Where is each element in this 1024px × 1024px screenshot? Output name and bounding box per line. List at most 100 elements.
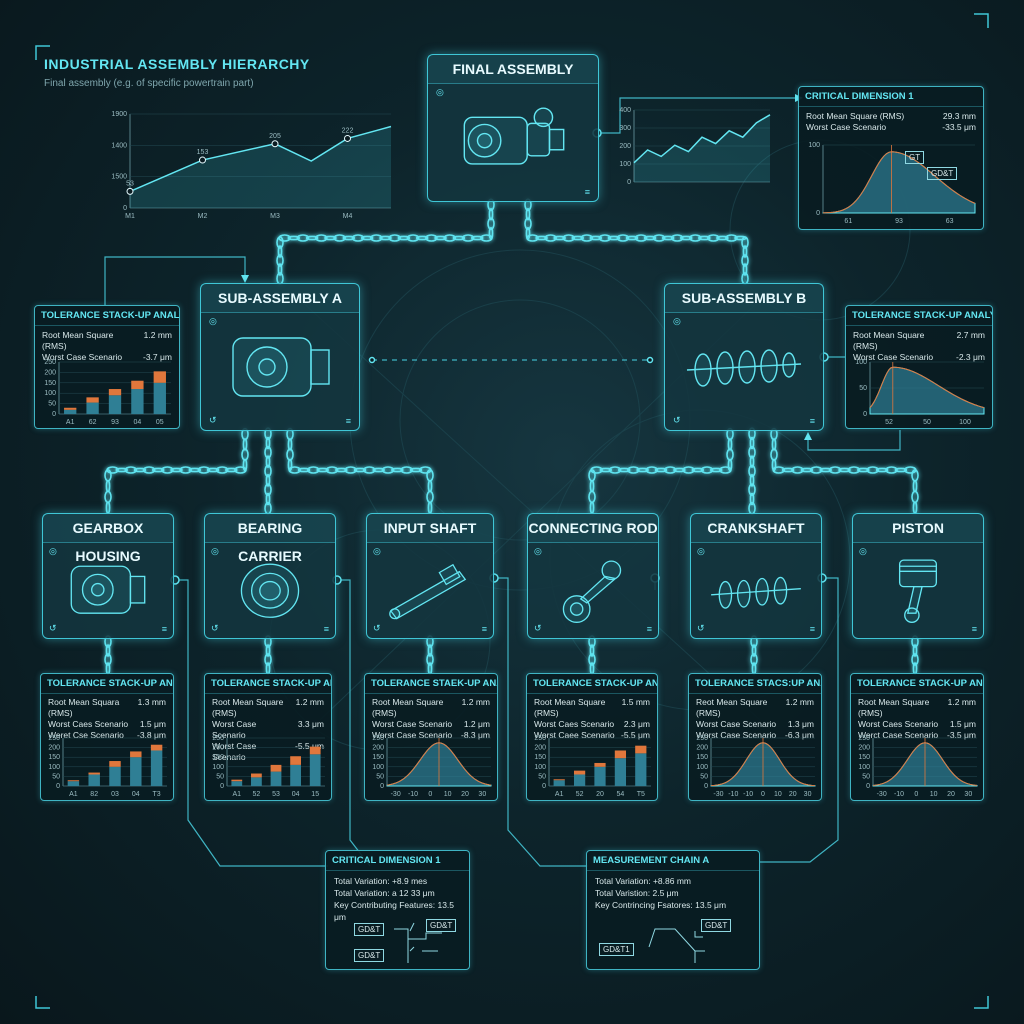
x-tick-label: 10 [444, 791, 452, 798]
chain-link [400, 466, 413, 474]
y-tick-label: 250 [44, 359, 56, 366]
chain-link [215, 466, 229, 474]
chain-link [726, 448, 734, 461]
data-point [344, 134, 351, 142]
node-gearbox-housing[interactable]: GEARBOX HOUSING ◎ ↺ ≡ [42, 513, 174, 639]
y-tick-label: 150 [696, 754, 708, 761]
target-icon: ◎ [534, 546, 542, 556]
bar [64, 409, 77, 414]
worst-case-value: 2.3 μm [623, 719, 650, 729]
rms-label: Reot Mean Square (RMS) [696, 697, 768, 718]
chain-link [242, 458, 248, 472]
bar [270, 764, 282, 772]
node-final-assembly[interactable]: FINAL ASSEMBLY ◎ ≡ [427, 54, 599, 202]
chain-link [379, 235, 392, 241]
node-sub-assembly-b[interactable]: SUB-ASSEMBLY B ◎ ↺ ≡ [664, 283, 824, 431]
bar [594, 762, 606, 767]
chain-link [388, 234, 401, 242]
chain-link [742, 245, 748, 258]
chain-link [749, 455, 755, 468]
chain-link [627, 466, 640, 474]
y-tick-label: 200 [44, 369, 56, 376]
worst-case-value: -3.8 μm [137, 730, 166, 740]
gdt-tag: GT [905, 151, 925, 164]
chain-link [553, 235, 566, 241]
chain-link [911, 653, 919, 666]
chain-link [265, 455, 271, 468]
bar [150, 744, 163, 751]
panel-bearing-tolerance: TOLERANCE STACK-UP ANALYSIS Root Mean Sq… [204, 673, 332, 801]
chain-link [634, 234, 648, 242]
chain-link [391, 467, 404, 473]
chain-link [652, 234, 666, 242]
node-piston[interactable]: PISTON ◎ ≡ [852, 513, 984, 639]
node-title: SUB-ASSEMBLY B [665, 284, 823, 313]
bar [553, 779, 565, 781]
node-crankshaft[interactable]: CRANKSHAFT ◎ ↺ ≡ [690, 513, 822, 639]
node-bearing-carrier[interactable]: BEARING CARRIER ◎ ↺ ≡ [204, 513, 336, 639]
gearbox-housing-icon [70, 565, 146, 614]
x-tick-label: 53 [272, 791, 280, 798]
node-input-shaft[interactable]: INPUT SHAFT ◎ ↺ ≡ [366, 513, 494, 639]
chain-link [616, 234, 630, 242]
fit-curve [822, 151, 976, 214]
chain-link [427, 501, 433, 514]
x-tick-label: T3 [153, 791, 161, 798]
worst-case-label: Worst Case Scenario [372, 719, 453, 729]
chain-link [748, 446, 756, 459]
rms-value: 2.7 mm [956, 330, 985, 340]
node-title: CRANKSHAFT [691, 514, 821, 543]
rms-value: 1.5 mm [621, 697, 650, 707]
chain-link [409, 467, 423, 473]
chain-link [838, 467, 851, 473]
chain-link [241, 448, 249, 461]
rms-value: 1.2 mm [143, 330, 172, 340]
node-connecting-rod[interactable]: CONNECTING ROD ◎ ↺ ≡ [527, 513, 659, 639]
chain-link [425, 234, 438, 242]
crankshaft-icon [711, 576, 801, 609]
chain-link [277, 263, 283, 276]
data-point [126, 187, 134, 195]
chain-link [691, 467, 705, 473]
y-tick-label: 100 [619, 161, 631, 168]
chain-link [397, 235, 411, 241]
total-variation-line: Total Variation: +8.9 mes [334, 876, 428, 886]
chain-link [661, 235, 675, 241]
worst-case-value: 1.5 μm [139, 719, 166, 729]
bar [309, 746, 321, 755]
crankshaft-icon [686, 349, 802, 387]
piston-icon [898, 559, 938, 623]
bearing-icon [240, 563, 300, 618]
chain-link [324, 235, 337, 241]
chain-link [707, 234, 720, 242]
y-tick-label: 100 [372, 764, 384, 771]
target-icon: ◎ [211, 546, 219, 556]
settings-icon: ≡ [161, 624, 167, 634]
chain-link [588, 653, 596, 666]
x-tick-label: 04 [134, 419, 142, 426]
chain-link [264, 653, 272, 666]
chain-link [688, 234, 702, 242]
chain-link [571, 235, 585, 241]
y-tick-label: 300 [619, 125, 631, 132]
bar [88, 774, 100, 786]
chain-link [351, 234, 365, 242]
gdt-tag: GD&T [426, 919, 457, 932]
chain-link [372, 467, 385, 473]
x-tick-label: -30 [713, 791, 723, 798]
x-tick-label: M1 [125, 213, 135, 220]
node-sub-assembly-a[interactable]: SUB-ASSEMBLY A ◎ ↺ ≡ [200, 283, 360, 431]
x-tick-label: A1 [555, 791, 564, 798]
x-tick-label: A1 [66, 419, 75, 426]
y-tick-label: 50 [48, 401, 56, 408]
bar [64, 407, 77, 410]
chain-link [287, 235, 301, 241]
y-tick-label: 100 [696, 764, 708, 771]
y-tick-label: 150 [534, 754, 546, 761]
bar [153, 371, 166, 383]
bar [251, 773, 262, 778]
